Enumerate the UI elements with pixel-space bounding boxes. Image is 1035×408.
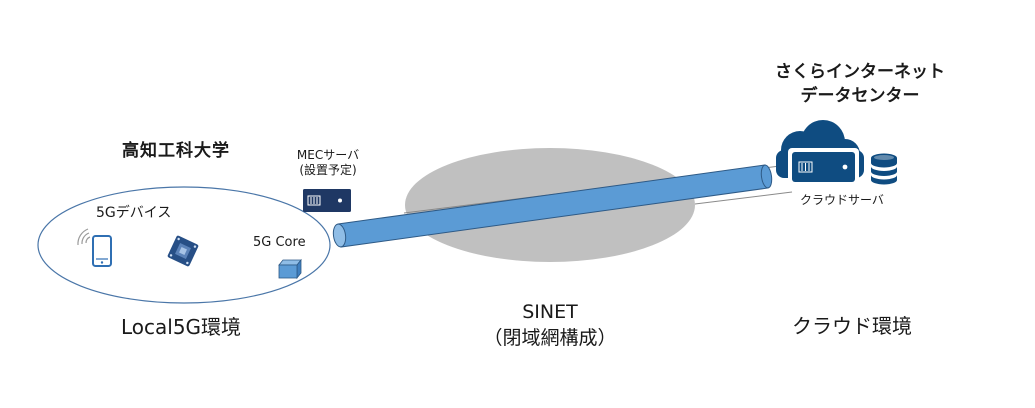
mec-server-icon [303,189,351,212]
local5g-area [37,186,331,304]
iot-board-icon [167,235,199,267]
mec-server-note: (設置予定) [299,163,357,177]
sinet-tunnel [332,164,773,248]
local5g-env-label: Local5G環境 [121,315,242,339]
datacenter-label: さくらインターネット データセンター [745,61,975,109]
database-icon [871,153,897,185]
core-label: 5G Core [253,235,306,250]
signal-icon [77,228,91,246]
5g-core-icon [278,258,302,280]
cloud-server-label: クラウドサーバ [800,193,884,207]
campus-title: 高知工科大学 [122,141,230,161]
cloud-server-icon [788,148,859,186]
sinet-label: SINET （閉域網構成） [460,300,640,351]
mec-server-label: MECサーバ (設置予定) [278,148,378,178]
smartphone-icon [92,235,112,267]
mec-server-name: MECサーバ [296,148,360,162]
datacenter-line1: さくらインターネット [775,62,945,82]
datacenter-line2: データセンター [800,85,920,106]
sinet-note: （閉域網構成） [483,326,617,349]
sinet-name: SINET [522,301,578,323]
devices-label: 5Gデバイス [96,205,172,221]
cloud-env-label: クラウド環境 [792,314,912,338]
connector-line-bottom [694,191,793,205]
